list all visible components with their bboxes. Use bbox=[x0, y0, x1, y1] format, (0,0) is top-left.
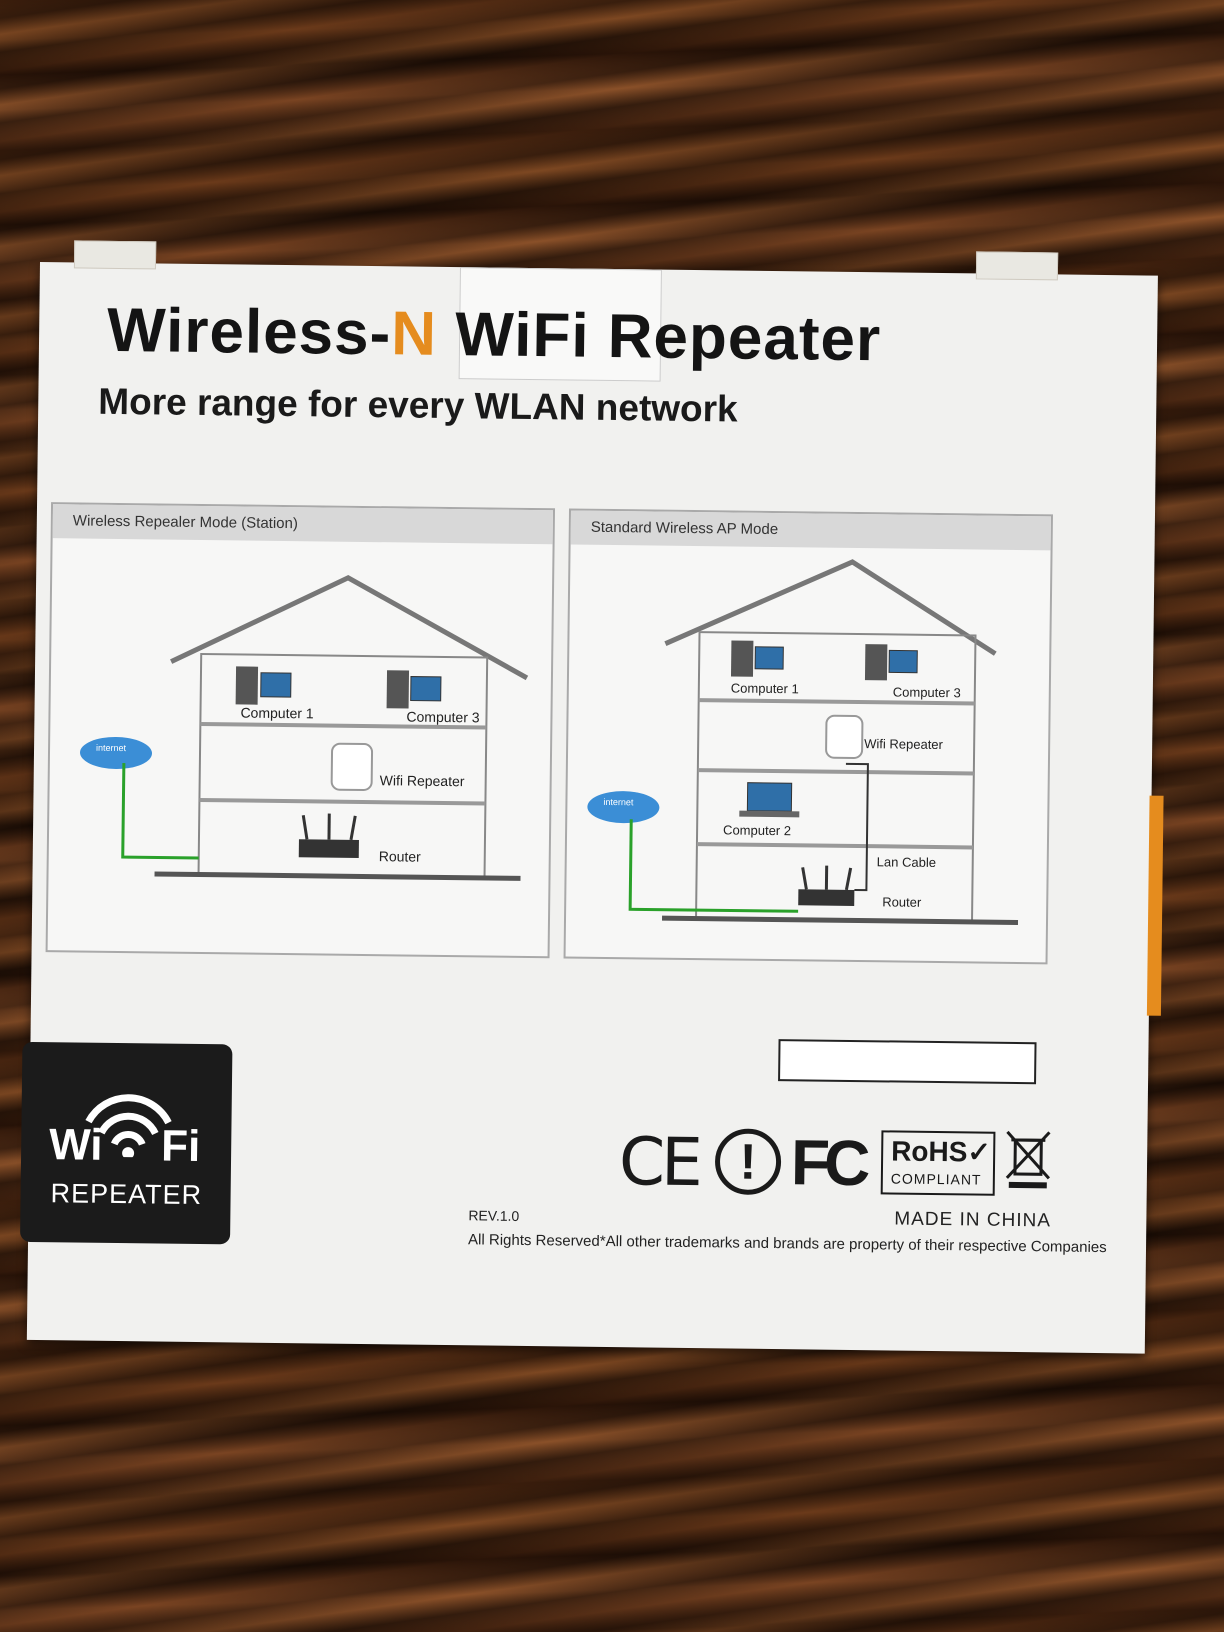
box-flap-left bbox=[73, 240, 157, 270]
rohs-mark: RoHS✓ COMPLIANT bbox=[880, 1130, 996, 1196]
box-flap-right bbox=[975, 251, 1059, 281]
label-computer3-right: Computer 3 bbox=[892, 684, 961, 701]
internet-cloud-left bbox=[80, 736, 153, 769]
wifi-repeater-logo: Wi Fi REPEATER bbox=[20, 1041, 233, 1245]
revision-text: REV.1.0 bbox=[468, 1207, 520, 1224]
label-computer3-left: Computer 3 bbox=[406, 708, 480, 726]
label-computer1-right: Computer 1 bbox=[730, 680, 799, 697]
label-internet-right: internet bbox=[603, 796, 634, 808]
product-subtitle: More range for every WLAN network bbox=[98, 380, 738, 430]
internet-cloud-right bbox=[587, 791, 660, 824]
weee-bin-icon bbox=[1005, 1130, 1051, 1189]
title-rest: WiFi Repeater bbox=[436, 299, 882, 375]
certification-marks: CE ! FC RoHS✓ COMPLIANT bbox=[619, 1119, 1051, 1201]
label-lan-cable: Lan Cable bbox=[876, 854, 937, 870]
label-computer2-right: Computer 2 bbox=[723, 822, 792, 839]
logo-repeater-text: REPEATER bbox=[50, 1178, 203, 1211]
title-main: Wireless- bbox=[106, 295, 392, 369]
panel-repeater-mode: Wireless Repealer Mode (Station) Compute… bbox=[45, 502, 556, 959]
panel-ap-mode-heading: Standard Wireless AP Mode bbox=[570, 510, 1051, 551]
label-computer1-left: Computer 1 bbox=[240, 704, 314, 722]
rohs-text: RoHS✓ bbox=[891, 1135, 992, 1168]
wifi-signal-icon bbox=[85, 1094, 172, 1158]
label-repeater-right: Wifi Repeater bbox=[864, 736, 944, 753]
made-in-text: MADE IN CHINA bbox=[894, 1208, 1052, 1232]
label-internet-left: internet bbox=[96, 742, 127, 754]
panel-repeater-mode-heading: Wireless Repealer Mode (Station) bbox=[52, 504, 554, 545]
rohs-compliant-text: COMPLIANT bbox=[890, 1170, 982, 1188]
panel-ap-mode: Standard Wireless AP Mode Computer 1 Com… bbox=[563, 508, 1053, 965]
blank-label-box bbox=[778, 1039, 1037, 1085]
ce-mark: CE bbox=[618, 1123, 700, 1202]
rights-text: All Rights Reserved*All other trademarks… bbox=[467, 1231, 1107, 1257]
product-title: Wireless-N WiFi Repeater bbox=[107, 295, 882, 375]
logo-wi-text: Wi bbox=[48, 1120, 103, 1170]
fcc-mark: FC bbox=[790, 1126, 865, 1200]
title-accent: N bbox=[390, 299, 438, 369]
warning-mark: ! bbox=[714, 1128, 782, 1196]
diagram-ap-mode bbox=[587, 559, 1019, 925]
label-router-right: Router bbox=[882, 894, 922, 910]
product-box: Wireless-N WiFi Repeater More range for … bbox=[20, 240, 1164, 1354]
label-repeater-left: Wifi Repeater bbox=[379, 772, 465, 790]
logo-fi-text: Fi bbox=[160, 1121, 201, 1172]
label-router-left: Router bbox=[378, 848, 421, 865]
diagram-repeater-mode bbox=[80, 574, 529, 881]
box-side-edge bbox=[1146, 795, 1164, 1016]
